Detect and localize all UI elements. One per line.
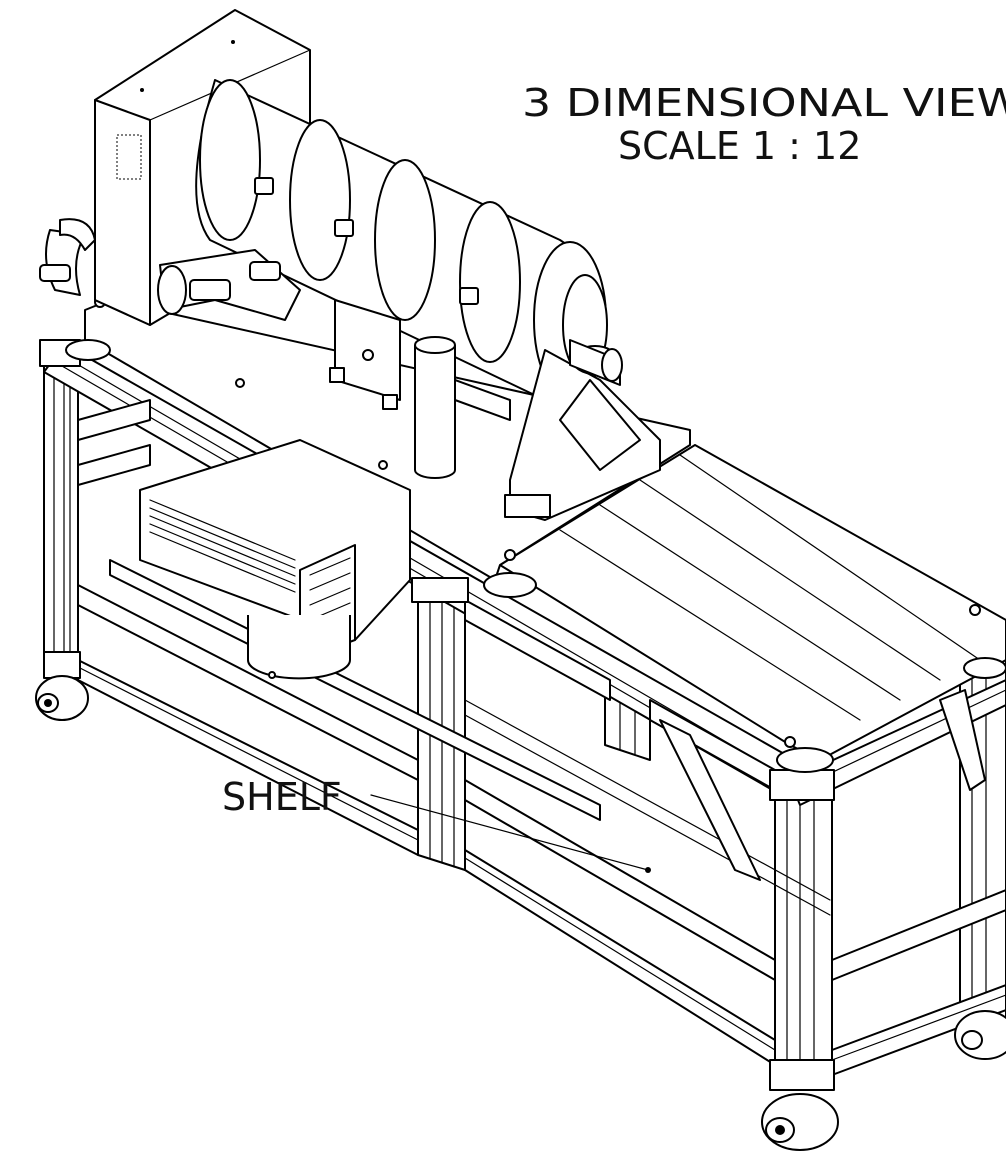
deck-plate-right: [499, 444, 1006, 761]
vertical-tube: [414, 336, 456, 479]
caster-wheel-front-right: [761, 1093, 839, 1151]
leveling-foot: [776, 747, 834, 773]
frame-diagonal-brace: [659, 689, 986, 881]
shelf-leader-line: [370, 794, 649, 871]
shelf-label: SHELF: [222, 775, 342, 819]
corner-bracket: [769, 769, 835, 801]
caster-wheel-far-right: [954, 1010, 1006, 1060]
leveling-foot: [483, 572, 537, 598]
leveling-foot: [65, 339, 111, 361]
vent-grille: [149, 499, 351, 636]
motor-cylinder: [247, 615, 351, 680]
hose-coupling: [39, 218, 96, 296]
corner-bracket: [43, 651, 81, 679]
frame-shelf-rail: [77, 559, 1006, 981]
frame-bottom-rail-long: [77, 659, 776, 1066]
vent-holes: [116, 134, 142, 180]
bearing-pedestal: [504, 339, 661, 521]
shaft-end: [601, 348, 623, 382]
shelf-leader-dot: [645, 867, 651, 873]
frame-post-back-left: [43, 344, 79, 681]
corner-bracket: [769, 1059, 835, 1091]
heat-exchanger-box: [139, 439, 411, 680]
frame-mid-rail: [77, 399, 776, 791]
leveling-foot: [963, 657, 1006, 679]
corner-bracket: [411, 577, 469, 603]
caster-wheel-back-left: [35, 675, 89, 721]
view-title: 3 DIMENSIONAL VIEW: [522, 81, 1006, 125]
view-scale: SCALE 1 : 12: [618, 124, 861, 168]
frame-post-front-right: [774, 769, 833, 1081]
caster-wheels: [35, 675, 1006, 1151]
shelf-callout: SHELF: [222, 775, 651, 873]
center-support-bracket: [329, 299, 401, 410]
